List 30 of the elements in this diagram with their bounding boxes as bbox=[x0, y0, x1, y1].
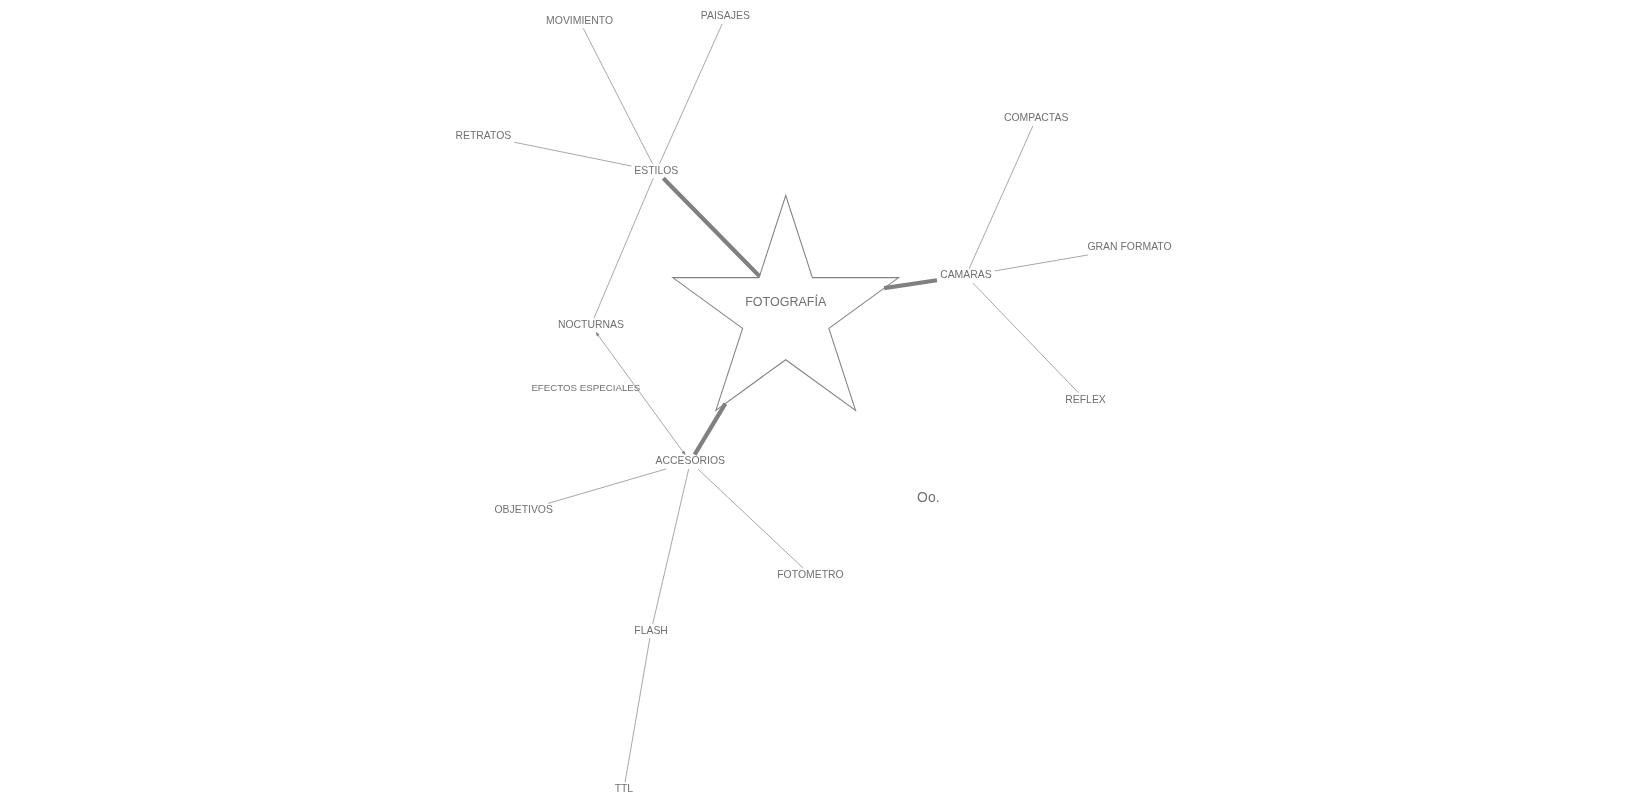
node-text: GRAN FORMATO bbox=[1087, 241, 1172, 253]
node-text: CAMARAS bbox=[940, 269, 992, 281]
node-text: FOTOMETRO bbox=[777, 568, 844, 580]
connector bbox=[624, 637, 651, 783]
node-text: FLASH bbox=[634, 624, 668, 636]
node-text: NOCTURNAS bbox=[557, 319, 624, 331]
connector bbox=[652, 468, 690, 625]
node-text: OBJETIVOS bbox=[494, 504, 553, 516]
connector bbox=[692, 402, 728, 456]
connector bbox=[582, 28, 653, 165]
node-text: MOVIMIENTO bbox=[546, 14, 614, 26]
node-text: TTL bbox=[614, 782, 634, 794]
node-text: REFLEX bbox=[1065, 393, 1106, 405]
label: Oo. bbox=[917, 489, 940, 506]
edge-label: EFECTOS ESPECIALES bbox=[531, 381, 641, 393]
connector bbox=[547, 468, 667, 504]
node-text: PAISAJES bbox=[700, 10, 750, 22]
connector bbox=[513, 141, 632, 167]
node-text: RETRATOS bbox=[455, 129, 512, 141]
node-text: ESTILOS bbox=[634, 164, 679, 176]
connector bbox=[972, 282, 1079, 394]
arrow bbox=[595, 332, 686, 455]
connector bbox=[593, 177, 654, 319]
connector bbox=[659, 23, 723, 165]
connector bbox=[697, 468, 804, 569]
connector bbox=[968, 125, 1034, 270]
node-text: COMPACTAS bbox=[1003, 112, 1069, 124]
node-text: ACCESORIOS bbox=[655, 455, 726, 467]
connector bbox=[994, 254, 1089, 272]
connector bbox=[883, 278, 938, 291]
